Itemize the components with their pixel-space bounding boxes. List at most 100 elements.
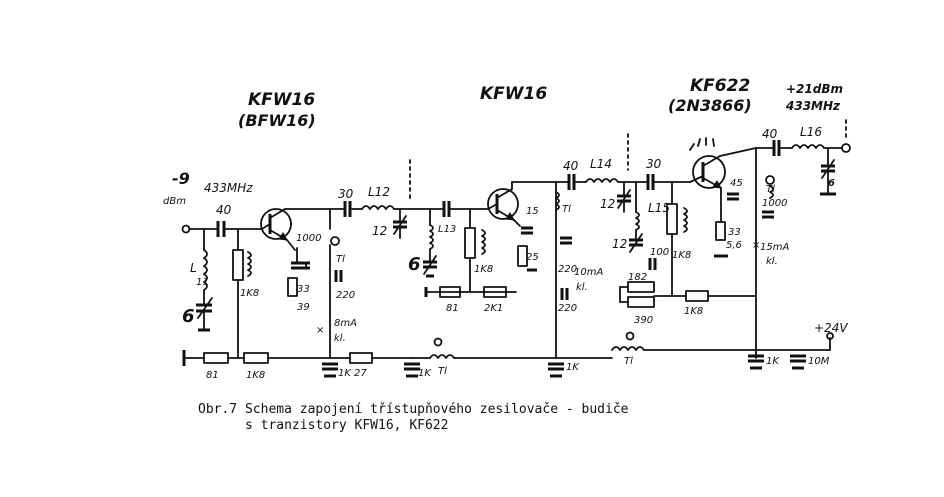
tl1-label: Tl xyxy=(336,254,345,265)
heatsink-icon xyxy=(689,137,715,151)
c30a-label: 30 xyxy=(338,187,354,201)
r33-label: 33 xyxy=(297,284,310,295)
c1k-1-label: 1K xyxy=(338,368,352,379)
choke-1 xyxy=(330,236,340,246)
supply-terminal xyxy=(826,332,834,340)
r81b-label: 81 xyxy=(446,303,459,314)
c10m-label: 10M xyxy=(808,356,830,367)
curr2-label: 10mA xyxy=(574,267,603,278)
l15-label: L15 xyxy=(648,201,670,215)
inductor-l12 xyxy=(361,205,395,210)
c15-label: 15 xyxy=(526,206,539,217)
input-level: -9 xyxy=(172,169,190,188)
l14-label: L14 xyxy=(590,157,612,171)
l12-label: L12 xyxy=(368,185,390,199)
transistor-3 xyxy=(692,155,726,189)
figure-caption: Obr.7 Schema zapojení třístupňového zesi… xyxy=(198,402,628,434)
stage1-transistor-label: KFW16 xyxy=(248,90,315,110)
output-freq: 433MHz xyxy=(785,99,841,113)
input-freq: 433MHz xyxy=(204,181,253,195)
c40b-label: 40 xyxy=(563,159,579,173)
resistor-25 xyxy=(517,245,528,267)
stage2-transistor-label: KFW16 xyxy=(480,84,547,104)
inductor-l14 xyxy=(585,178,619,183)
r-tl-label: Tl xyxy=(438,366,447,377)
resistor-1k8 xyxy=(243,352,269,364)
inductor-l16 xyxy=(791,144,825,149)
l11-sub: 11 xyxy=(196,277,209,288)
svg-text:220: 220 xyxy=(558,303,577,314)
inductor-l13 xyxy=(429,224,434,250)
r1k8-label: 1K8 xyxy=(246,370,265,381)
resistor-81 xyxy=(203,352,229,364)
curr3-label: 15mA xyxy=(760,242,789,253)
stage1-transistor-alt: (BFW16) xyxy=(238,111,316,130)
c45-label: 45 xyxy=(730,178,743,189)
l11-label: L xyxy=(190,261,197,275)
caption-line-1: Obr.7 Schema zapojení třístupňového zesi… xyxy=(198,402,629,417)
c1k-2-label: 1K xyxy=(418,368,432,379)
kl1-label: kl. xyxy=(334,333,346,344)
resistor-33-b xyxy=(715,221,726,241)
c1000c-label: 1000 xyxy=(762,198,787,209)
curr1-label: 8mA xyxy=(334,318,357,329)
r1k8b-label: 1K8 xyxy=(474,264,493,275)
resistor-33 xyxy=(287,277,298,297)
r27-label: 27 xyxy=(354,368,367,379)
c12b-label: 12 xyxy=(600,197,615,211)
resistor-1k8-d xyxy=(685,290,709,302)
r182-label: 182 xyxy=(628,272,647,283)
resistor-27 xyxy=(349,352,373,364)
c-in-label: 40 xyxy=(216,203,232,217)
r39-label: 39 xyxy=(297,302,310,313)
output-terminal xyxy=(841,143,851,153)
c40c-label: 40 xyxy=(762,127,778,141)
l13-label: L13 xyxy=(438,224,456,235)
kl2-label: kl. xyxy=(576,282,588,293)
trimmer-input-label: 6 xyxy=(182,306,195,327)
r1k8c-label: 1K8 xyxy=(672,250,691,261)
resistor-bias-1 xyxy=(232,249,244,281)
c1k-4-label: 1K xyxy=(766,356,780,367)
c12a-label: 12 xyxy=(372,224,387,238)
c30b-label: 30 xyxy=(646,157,662,171)
svg-text:×: × xyxy=(752,240,760,251)
c1000-label: 1000 xyxy=(296,233,321,244)
l16-label: L16 xyxy=(800,125,822,139)
r33b-label: 33 xyxy=(728,227,741,238)
transistor-1 xyxy=(260,208,292,240)
supply-label: +24V xyxy=(814,321,848,335)
tl-out-label: Tl xyxy=(766,184,775,195)
c220b-label: 220 xyxy=(558,264,577,275)
r2k1-label: 2K1 xyxy=(484,303,503,314)
inductor-l15 xyxy=(635,211,640,231)
r1k8d-label: 1K8 xyxy=(684,306,703,317)
output-level: +21dBm xyxy=(786,82,843,96)
r390-label: 390 xyxy=(634,315,653,326)
resistor-390 xyxy=(627,296,655,308)
kl3-label: kl. xyxy=(766,256,778,267)
stage3-transistor-label: KF622 xyxy=(690,76,750,96)
resistor-81-b xyxy=(439,286,461,298)
tl-bot-label: Tl xyxy=(624,356,633,367)
r-bias1-label: 1K8 xyxy=(240,288,259,299)
transistor-2 xyxy=(487,188,519,220)
r25-label: 25 xyxy=(526,252,539,263)
r81-label: 81 xyxy=(206,370,219,381)
c100-label: 100 xyxy=(650,247,669,258)
stage3-transistor-alt: (2N3866) xyxy=(668,96,752,115)
r56-label: 5,6 xyxy=(726,240,742,251)
choke-bottom xyxy=(611,346,645,351)
caption-line-2: s tranzistory KFW16, KF622 xyxy=(198,418,449,433)
c1k-3-label: 1K xyxy=(566,362,580,373)
c12c-label: 12 xyxy=(612,237,627,251)
resistor-182 xyxy=(627,281,655,293)
c220a-label: 220 xyxy=(336,290,355,301)
trimmer-2-label: 6 xyxy=(408,254,421,275)
input-unit: dBm xyxy=(163,196,186,207)
resistor-2k1 xyxy=(483,286,507,298)
trimmer-out-label: 6 xyxy=(828,178,835,189)
inductor-l11 xyxy=(203,249,208,291)
tl-mid-label-a: Tl xyxy=(562,204,571,215)
